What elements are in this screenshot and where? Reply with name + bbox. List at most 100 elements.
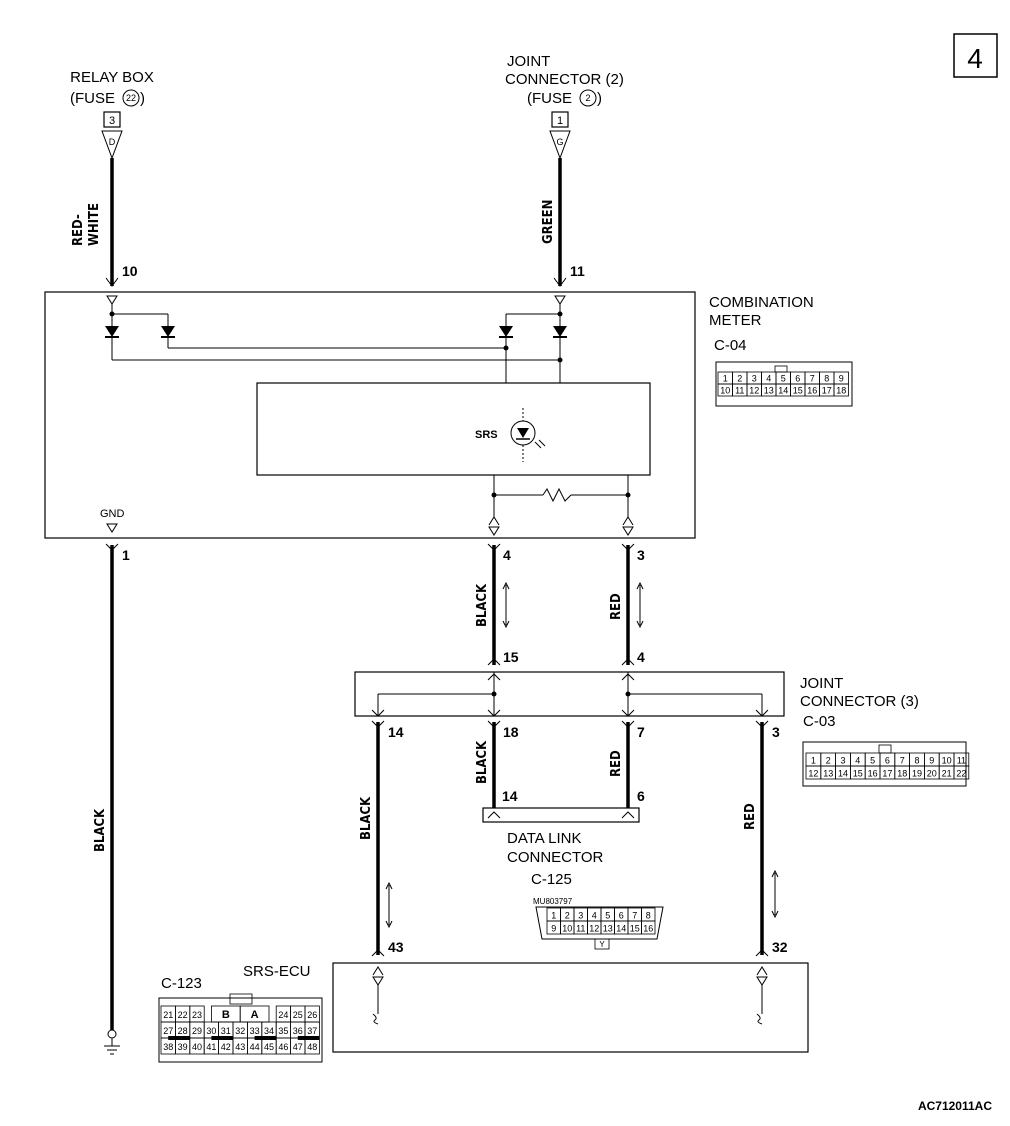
svg-text:2: 2 [585,93,590,103]
c03-pin: 5 [870,756,875,766]
svg-text:1: 1 [557,115,563,127]
pin-1: 1 [122,547,130,563]
c123-pin: 31 [221,1026,231,1036]
wire-label-red-32: RED [743,803,758,830]
wire-label-black-4: BLACK [475,583,490,627]
c123-pin: 35 [278,1026,288,1036]
c125-pin: 8 [646,911,651,921]
wire-label-black-gnd: BLACK [93,808,108,852]
c123-pin: 30 [206,1026,216,1036]
c123-pin: 21 [163,1010,173,1020]
dlc-label-1: DATA LINK [507,830,581,847]
c04-pin: 11 [735,386,744,396]
joint-connector-3 [354,671,785,717]
c04-pin: 16 [807,386,817,396]
wire-label-black-18: BLACK [475,740,490,784]
c04-pin: 14 [778,386,788,396]
svg-text:JOINT: JOINT [507,53,550,70]
c125-pin: 14 [616,924,626,934]
c123-pin: A [251,1009,259,1021]
c125-pin: 2 [565,911,570,921]
c03-cell [953,765,970,780]
c123-pin: 44 [250,1042,260,1052]
c125-pin: 10 [562,924,572,934]
c125-pin: 6 [619,911,624,921]
combination-meter-label-1: COMBINATION [709,294,814,311]
c04-pin: 7 [810,374,815,384]
c123-pin: 29 [192,1026,202,1036]
c123-pin: 38 [163,1042,173,1052]
c03-pin: 11 [957,756,966,766]
c123-pin: 26 [307,1010,317,1020]
c03-pin: 4 [855,756,860,766]
svg-text:): ) [140,90,145,107]
c03-pin: 13 [823,769,833,779]
pin-e43: 43 [388,939,404,955]
c03-pin: 18 [897,769,907,779]
pin-3: 3 [637,547,645,563]
pin-j3: 3 [772,724,780,740]
dlc-connector: C-125 [531,871,572,888]
svg-text:(FUSE: (FUSE [527,90,572,107]
c125-pin: 12 [589,924,599,934]
c04-pin: 8 [824,374,829,384]
c03-pin: 16 [868,769,878,779]
pin-j15: 15 [503,649,519,665]
svg-text:CONNECTOR (2): CONNECTOR (2) [505,71,624,88]
svg-text:3: 3 [109,115,115,127]
c04-pin: 17 [822,386,832,396]
c125-pin: 9 [551,924,556,934]
c03-pin: 20 [927,769,937,779]
c03-pin: 2 [826,756,831,766]
c123-pin: 39 [178,1042,188,1052]
figure-reference: AC712011AC [918,1099,992,1113]
wire-label-red-7: RED [609,750,624,777]
c03-pin: 8 [914,756,919,766]
dlc-label-2: CONNECTOR [507,849,604,866]
srs-ecu-connector: C-123 [161,975,202,992]
joint-connector-3-label-1: JOINT [800,675,843,692]
c04-pin: 3 [752,374,757,384]
pin-4: 4 [503,547,511,563]
srs-ecu-label: SRS-ECU [243,963,311,980]
wire-label-red: RED- [71,214,86,246]
c03-pin: 22 [956,769,966,779]
c04-pin: 4 [766,374,771,384]
c03-pin: 7 [900,756,905,766]
c123-pin: 42 [221,1042,231,1052]
c04-pin: 13 [764,386,774,396]
combination-meter-label-2: METER [709,312,762,329]
svg-text:4: 4 [967,43,983,74]
c03-pin: 10 [942,756,952,766]
svg-text:G: G [556,137,563,147]
joint-connector-2-source: JOINT CONNECTOR (2) (FUSE 2 ) 1 G [505,53,624,160]
relay-box-source: RELAY BOX (FUSE 22 ) 3 D [70,69,154,160]
signal-arrows [385,581,779,929]
c03-pin: 19 [912,769,922,779]
c123-pin: 24 [278,1010,288,1020]
wire-label-black-14: BLACK [359,796,374,840]
wire-label-green: GREEN [541,200,556,244]
dlc-key-label: Y [599,940,605,949]
c04-pin: 2 [737,374,742,384]
c123-pin: B [222,1009,230,1021]
c03-pin: 14 [838,769,848,779]
c123-pin: 27 [163,1026,173,1036]
c123-pin: 23 [192,1010,202,1020]
c125-pin: 3 [578,911,583,921]
page-badge: 4 [953,33,998,78]
c125-pin: 5 [605,911,610,921]
c125-pin: 13 [603,924,613,934]
c03-pin: 17 [882,769,892,779]
pin-d14: 14 [502,788,518,804]
c03-pin: 3 [840,756,845,766]
ground-symbol [104,1029,120,1055]
joint-connector-3-label-2: CONNECTOR (3) [800,693,919,710]
svg-text:D: D [109,137,116,147]
c123-pin: 25 [293,1010,303,1020]
